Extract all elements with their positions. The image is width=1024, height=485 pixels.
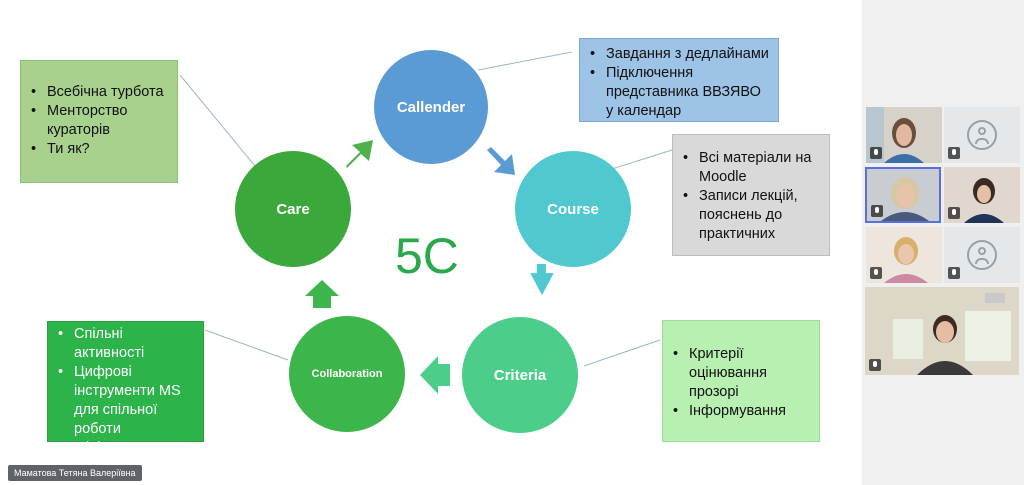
center-title: 5C: [395, 228, 459, 284]
callout-item: Інформування: [673, 402, 811, 421]
cycle-node-label: Care: [276, 200, 310, 218]
callout-item: Ти як?: [31, 140, 169, 159]
mic-off-icon: [871, 205, 883, 217]
cycle-node-label: Collaboration: [311, 368, 383, 380]
cycle-node-collaboration: Collaboration: [289, 316, 405, 432]
mic-off-icon: [948, 267, 960, 279]
participant-tile[interactable]: [866, 107, 942, 163]
callout-care: Всебічна турбота Менторство кураторів Ти…: [20, 60, 178, 183]
presentation-slide: Callender Course Criteria Collaboration …: [0, 0, 862, 485]
connector-line-callender: [477, 51, 573, 71]
mic-off-icon: [948, 147, 960, 159]
callout-item: Міні-проєкти: [58, 439, 195, 458]
cycle-node-course: Course: [515, 151, 631, 267]
mic-off-icon: [870, 147, 882, 159]
callout-callender: Завдання з дедлайнами Підключення предст…: [579, 38, 779, 122]
callout-item: Всі матеріали на Moodle: [683, 149, 821, 187]
callout-item: Спільні активності: [58, 325, 195, 363]
callout-criteria: Критерії оцінювання прозорі Інформування: [662, 320, 820, 442]
slide-connectors: [179, 51, 673, 394]
arrow-collaboration-to-care: [305, 280, 339, 308]
callout-item: Записи лекцій, пояснень до практичних: [683, 187, 821, 244]
participant-video: [867, 169, 939, 221]
presenter-name-tag: Маматова Тетяна Валеріївна: [8, 465, 142, 481]
participant-tile[interactable]: [944, 167, 1020, 223]
callout-collaboration: Спільні активності Цифрові інструменти M…: [47, 321, 204, 458]
cycle-node-callender: Callender: [374, 50, 488, 164]
participant-tile[interactable]: [866, 227, 942, 283]
participant-tile[interactable]: [865, 287, 1019, 375]
participants-panel: [862, 0, 1024, 485]
participant-tile[interactable]: [944, 107, 1020, 163]
callout-course: Всі матеріали на Moodle Записи лекцій, п…: [672, 134, 830, 256]
participant-tile-active[interactable]: [865, 167, 941, 223]
callout-item: Підключення представника ВВЗЯВО у календ…: [590, 64, 770, 121]
mic-off-icon: [948, 207, 960, 219]
arrow-callender-to-course: [487, 147, 515, 175]
connector-line-collaboration: [204, 329, 289, 361]
callout-item: Критерії оцінювання прозорі: [673, 345, 811, 402]
mic-off-icon: [869, 359, 881, 371]
cycle-node-criteria: Criteria: [462, 317, 578, 433]
callout-item: Всебічна турбота: [31, 83, 169, 102]
cycle-node-label: Course: [547, 200, 599, 218]
callout-item: Завдання з дедлайнами: [590, 45, 770, 64]
arrow-criteria-to-collaboration: [420, 356, 450, 394]
participant-tile[interactable]: [944, 227, 1020, 283]
mic-off-icon: [870, 267, 882, 279]
arrow-course-to-criteria: [530, 264, 554, 296]
callout-item: Цифрові інструменти MS для спільної робо…: [58, 363, 195, 439]
participant-video: [865, 287, 1019, 375]
connector-line-criteria: [583, 339, 661, 367]
cycle-node-care: Care: [235, 151, 351, 267]
callout-item: Менторство кураторів: [31, 102, 169, 140]
connector-line-care: [179, 74, 256, 167]
cycle-node-label: Criteria: [493, 366, 547, 384]
arrow-care-to-callender: [346, 140, 373, 168]
cycle-node-label: Callender: [396, 98, 466, 116]
